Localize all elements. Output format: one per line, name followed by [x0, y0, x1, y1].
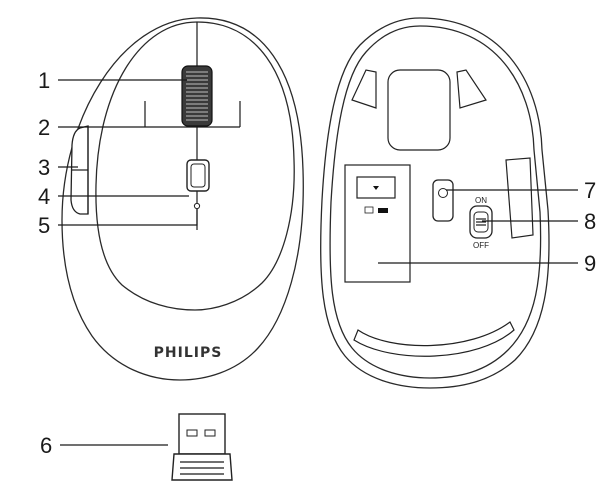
battery-compartment [344, 164, 411, 283]
side-strap-slot [505, 157, 534, 239]
callout-line-2 [58, 101, 241, 128]
dpi-button [186, 159, 210, 192]
latch-arrow-icon [373, 186, 379, 190]
callout-6: 6 [40, 433, 52, 458]
callout-3: 3 [38, 155, 50, 180]
mouse-bottom-body [319, 17, 550, 389]
battery-icon [364, 206, 388, 214]
mouse-top-button-area [95, 21, 295, 311]
callout-1: 1 [38, 68, 50, 93]
mouse-foot-bottom [353, 321, 515, 357]
switch-on-label: ON [475, 196, 487, 205]
mouse-bottom-inner-rim [329, 25, 542, 379]
indicator-light [193, 202, 201, 210]
connect-button-dot [438, 188, 448, 198]
brand-logo: PHILIPS [154, 345, 223, 361]
callout-4: 4 [38, 184, 50, 209]
callout-2: 2 [38, 115, 50, 140]
callout-8: 8 [584, 209, 596, 234]
mouse-top-body [61, 17, 304, 381]
callout-7: 7 [584, 178, 596, 203]
optical-sensor [387, 69, 451, 151]
usb-receiver [171, 413, 233, 481]
connect-button [432, 179, 454, 222]
callout-5: 5 [38, 213, 50, 238]
mouse-foot-right [456, 69, 487, 109]
callout-9: 9 [584, 251, 596, 276]
switch-off-label: OFF [473, 241, 489, 250]
scroll-wheel [181, 65, 213, 127]
mouse-bottom-view: ON OFF [319, 17, 550, 389]
mouse-top-view: PHILIPS [61, 17, 304, 381]
callout-line-5 [58, 209, 198, 226]
mouse-foot-left [351, 69, 377, 109]
